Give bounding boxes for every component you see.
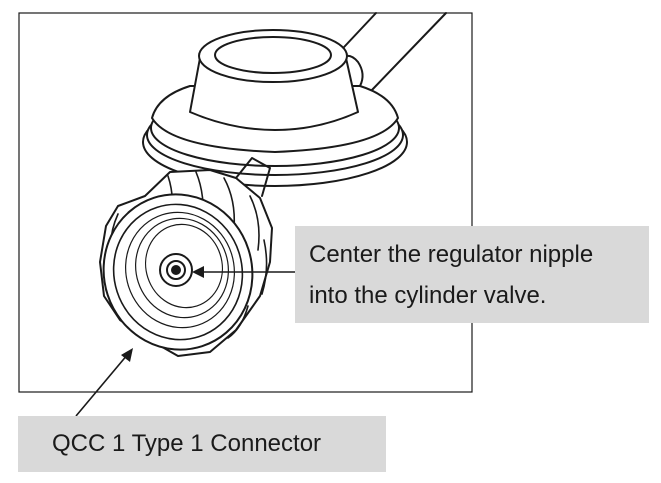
callout-connector: QCC 1 Type 1 Connector (18, 416, 386, 472)
regulator-neck (235, 157, 271, 197)
pointer-nipple (192, 266, 298, 278)
callout-center-regulator: Center the regulator nipple into the cyl… (295, 226, 649, 323)
regulator-illustration (99, 12, 447, 357)
illustration-frame (18, 12, 473, 393)
callout-connector-label: QCC 1 Type 1 Connector (52, 430, 322, 457)
qcc-connector-nut (99, 169, 273, 357)
regulator-body (142, 29, 408, 187)
pointer-connector (75, 348, 133, 417)
callout-center-line-1: Center the regulator nipple (309, 241, 594, 268)
callout-center-line-2: into the cylinder valve. (309, 282, 547, 309)
